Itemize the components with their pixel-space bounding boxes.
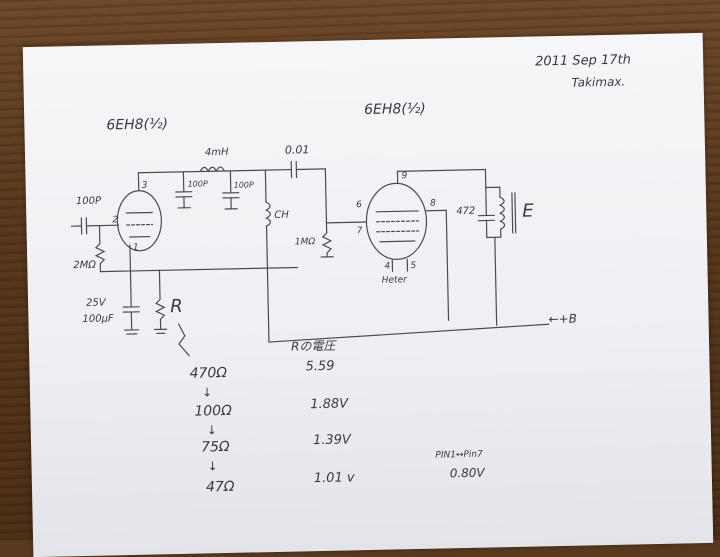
table-row-4-resistance: 47Ω	[206, 479, 235, 496]
left-pin-3: 3	[142, 181, 148, 191]
coupling-cap-label: 0.01	[285, 143, 310, 157]
table-row-4-voltage: 1.01 v	[314, 470, 355, 486]
table-row-2-voltage: 1.88V	[310, 396, 348, 412]
author-text: Takimax.	[571, 75, 625, 90]
grid-resistor-2-label: 1MΩ	[295, 237, 316, 247]
choke-label: CH	[274, 210, 289, 221]
table-row-3-resistance: 75Ω	[201, 439, 230, 456]
resistor-r-label: R	[170, 296, 183, 317]
cap-b-label: 100P	[234, 180, 254, 189]
table-arrow-3: ↓	[207, 459, 217, 473]
right-pin-8: 8	[430, 199, 436, 209]
note-voltage: 0.80V	[450, 466, 485, 481]
right-pin-5: 5	[410, 261, 416, 271]
right-tube-label: 6EH8(½)	[364, 101, 426, 118]
table-arrow-1: ↓	[202, 385, 212, 399]
table-row-3-voltage: 1.39V	[313, 432, 351, 448]
right-pin-6: 6	[356, 200, 362, 210]
table-row-1-voltage: 5.59	[305, 359, 334, 375]
output-cap-label: 472	[456, 206, 475, 217]
right-pin-7: 7	[357, 226, 363, 236]
table-row-2-resistance: 100Ω	[194, 403, 232, 420]
left-pin-1: 1	[133, 243, 139, 253]
cap-a-label: 100P	[188, 179, 208, 188]
cathode-cap-voltage: 25V	[86, 297, 106, 308]
date-text: 2011 Sep 17th	[535, 52, 631, 69]
right-pin-9: 9	[401, 171, 407, 181]
cathode-cap-value: 100μF	[82, 313, 113, 325]
supply-label: ←+B	[548, 312, 577, 327]
speaker-label: E	[522, 201, 534, 222]
table-header: Rの電圧	[291, 337, 336, 355]
table-arrow-2: ↓	[207, 423, 217, 437]
left-pin-2: 2	[112, 215, 118, 225]
left-tube-label: 6EH8(½)	[106, 116, 168, 133]
note-pin-label: PIN1↔Pin7	[435, 450, 483, 461]
left-tube-symbol	[117, 190, 162, 251]
inductor-label: 4mH	[205, 147, 229, 158]
heater-label: Heter	[382, 275, 407, 286]
right-pin-4: 4	[384, 262, 390, 272]
grid-resistor-label: 2MΩ	[73, 260, 96, 271]
table-row-1-resistance: 470Ω	[189, 365, 227, 382]
input-cap-label: 100P	[76, 196, 101, 208]
paper-sheet: 2011 Sep 17th Takimax. 6EH8(½) 6EH8(½) 3…	[23, 33, 714, 557]
